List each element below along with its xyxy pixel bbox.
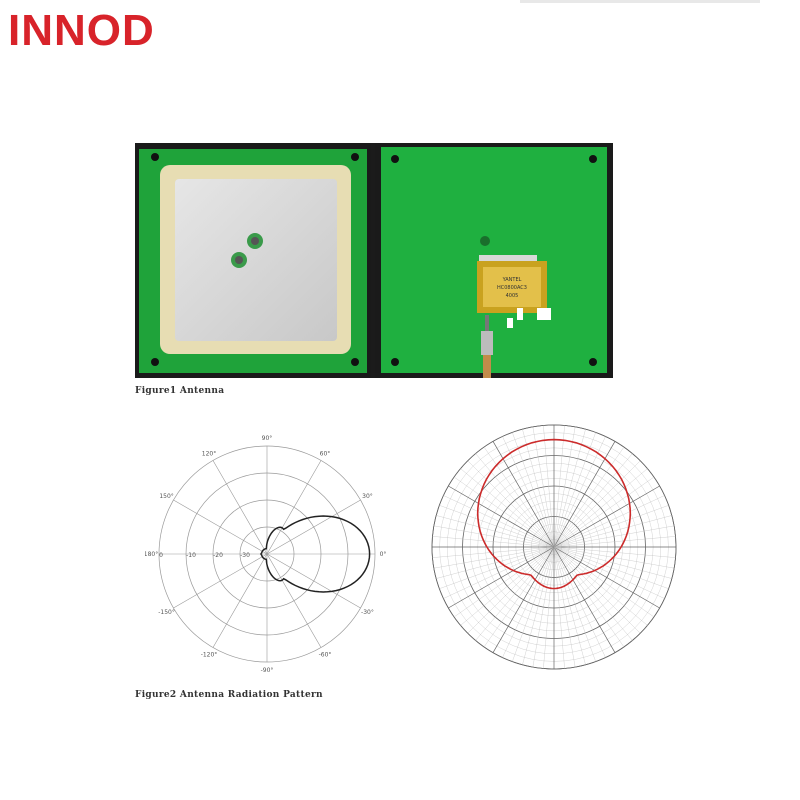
- radiation-trace-left: [260, 515, 371, 593]
- angle-label: 120°: [202, 451, 216, 458]
- angle-label: -90°: [261, 667, 274, 674]
- radial-label: -10: [186, 552, 196, 559]
- brand-logo: INNOD: [8, 6, 155, 55]
- radial-label: -30: [240, 552, 250, 559]
- figure1-photo-frame: YANTEL HC0800AC3 4005: [135, 143, 613, 378]
- figure2-caption: Figure2 Antenna Radiation Pattern: [135, 690, 323, 700]
- angle-label: -150°: [158, 609, 175, 616]
- radiation-pattern-chart-left: 90° 60° 30° 0° -30° -60° -90° -120° -150° 180° 150…: [145, 435, 387, 674]
- patch-antenna-photo: [135, 143, 371, 378]
- radial-label: -20: [213, 552, 223, 559]
- angle-label: 150°: [159, 493, 173, 500]
- angle-label: -60°: [319, 651, 332, 658]
- angle-label: 0°: [380, 551, 387, 558]
- angle-label: -30°: [361, 609, 374, 616]
- angle-label: 60°: [320, 451, 331, 458]
- chip-text-2: HC0800AC3: [497, 285, 527, 291]
- angle-label: 180°: [145, 551, 158, 558]
- polar-grid-right: [431, 424, 677, 670]
- figure1-caption: Figure1 Antenna: [135, 386, 225, 396]
- top-divider: [520, 0, 760, 3]
- chip-text-1: YANTEL: [502, 277, 522, 283]
- chip-text-3: 4005: [506, 293, 519, 299]
- radiation-trace-right: [476, 438, 632, 590]
- angle-label: -120°: [201, 651, 218, 658]
- radiation-pattern-chart-right: [431, 424, 677, 670]
- radial-label: 0: [159, 552, 163, 559]
- pcb-backside-photo: YANTEL HC0800AC3 4005: [375, 143, 613, 378]
- angle-label: 90°: [262, 435, 273, 442]
- polar-grid-left: [158, 445, 376, 663]
- angle-label: 30°: [362, 493, 373, 500]
